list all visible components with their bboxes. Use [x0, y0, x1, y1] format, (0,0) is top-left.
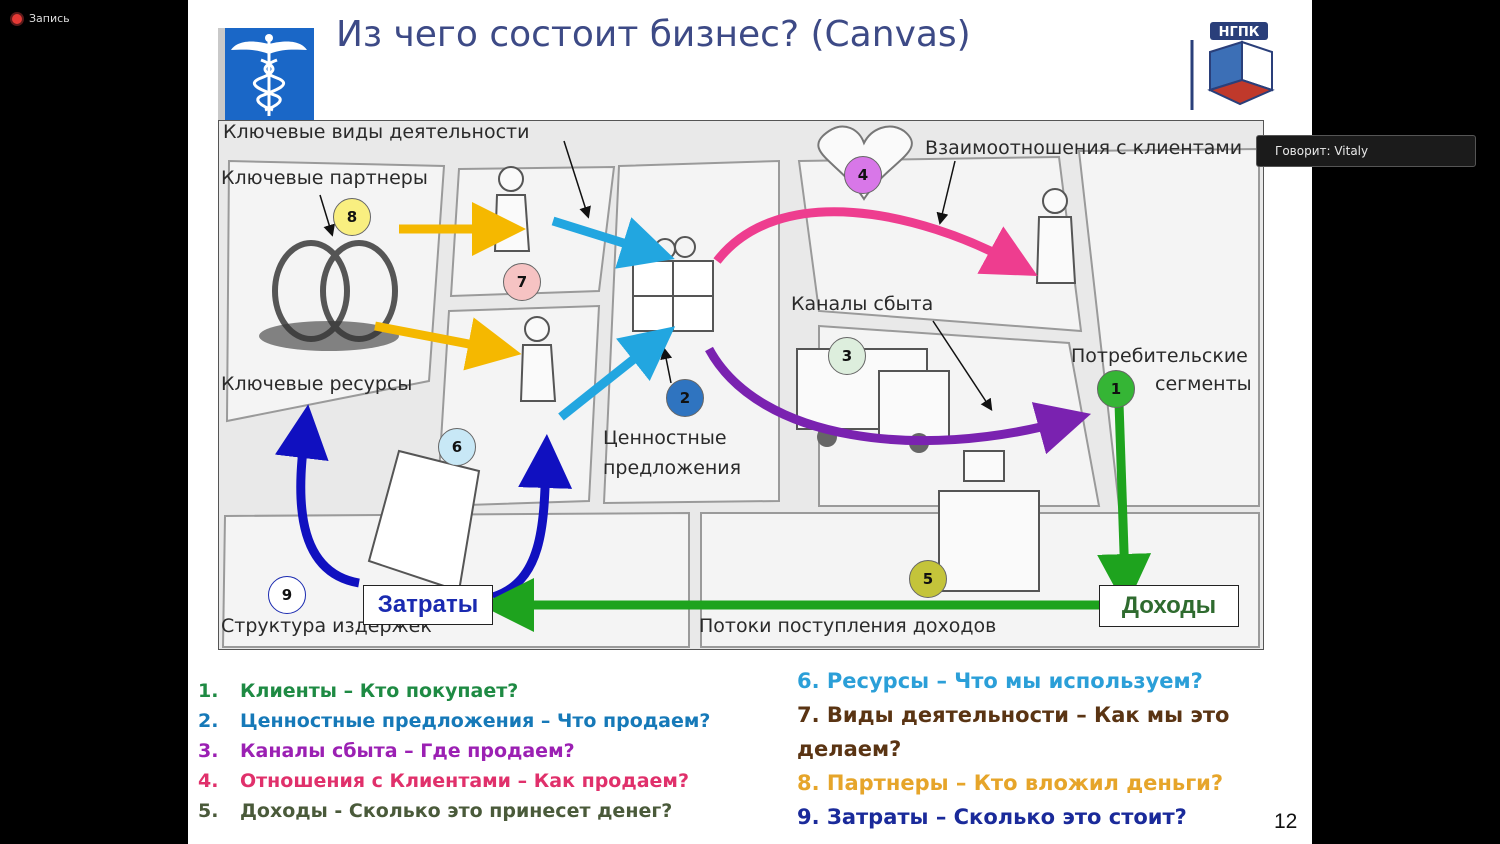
marker-7: 7	[503, 263, 541, 301]
marker-3: 3	[828, 337, 866, 375]
marker-9: 9	[268, 576, 306, 614]
label-revenue-streams: Потоки поступления доходов	[699, 615, 997, 637]
label-key-activities: Ключевые виды деятельности	[223, 121, 530, 143]
label-segments-1: Потребительские	[1071, 345, 1248, 367]
label-customer-relationships: Взаимоотношения с клиентами	[925, 137, 1243, 159]
marker-8: 8	[333, 198, 371, 236]
marker-5: 5	[909, 560, 947, 598]
presentation-slide: Из чего состоит бизнес? (Canvas) НГПК	[188, 0, 1312, 844]
legend-left: 1.Клиенты – Кто покупает? 2.Ценностные п…	[198, 676, 710, 826]
recording-label: Запись	[29, 12, 70, 25]
label-value-1: Ценностные	[603, 427, 727, 449]
marker-6: 6	[438, 428, 476, 466]
legend-item-8: 8. Партнеры – Кто вложил деньги?	[797, 771, 1224, 795]
marker-4: 4	[844, 156, 882, 194]
marker-1: 1	[1097, 370, 1135, 408]
label-channels: Каналы сбыта	[791, 293, 934, 315]
legend-item-9: 9. Затраты – Сколько это стоит?	[797, 805, 1187, 829]
book-caduceus-icon	[218, 28, 314, 120]
label-segments-2: сегменты	[1155, 373, 1252, 395]
revenue-box: Доходы	[1099, 585, 1239, 627]
legend-item-1: 1.Клиенты – Кто покупает?	[198, 680, 519, 702]
record-dot-icon	[12, 13, 22, 24]
marker-2: 2	[666, 379, 704, 417]
logo-text: НГПК	[1219, 25, 1260, 40]
label-value-2: предложения	[603, 457, 742, 479]
page-number: 12	[1274, 810, 1298, 833]
legend-item-5: 5.Доходы - Сколько это принесет денег?	[198, 800, 673, 822]
recording-indicator: Запись	[12, 12, 70, 25]
label-key-partners: Ключевые партнеры	[221, 167, 428, 189]
label-key-resources: Ключевые ресурсы	[221, 373, 413, 395]
legend-item-7: 7. Виды деятельности – Как мы это делаем…	[797, 703, 1230, 761]
legend-item-6: 6. Ресурсы – Что мы используем?	[797, 669, 1203, 693]
costs-box: Затраты	[363, 585, 493, 625]
slide-title: Из чего состоит бизнес? (Canvas)	[336, 14, 971, 55]
legend-item-4: 4.Отношения с Клиентами – Как продаем?	[198, 770, 689, 792]
legend-item-2: 2.Ценностные предложения – Что продаем?	[198, 710, 711, 732]
active-speaker-tooltip: Говорит: Vitaly	[1256, 135, 1476, 167]
legend-item-3: 3.Каналы сбыта – Где продаем?	[198, 740, 575, 762]
ngpk-logo: НГПК	[1180, 20, 1280, 120]
legend-right: 6. Ресурсы – Что мы используем? 7. Виды …	[797, 664, 1257, 834]
business-model-canvas: Ключевые виды деятельности Ключевые парт…	[218, 120, 1264, 650]
